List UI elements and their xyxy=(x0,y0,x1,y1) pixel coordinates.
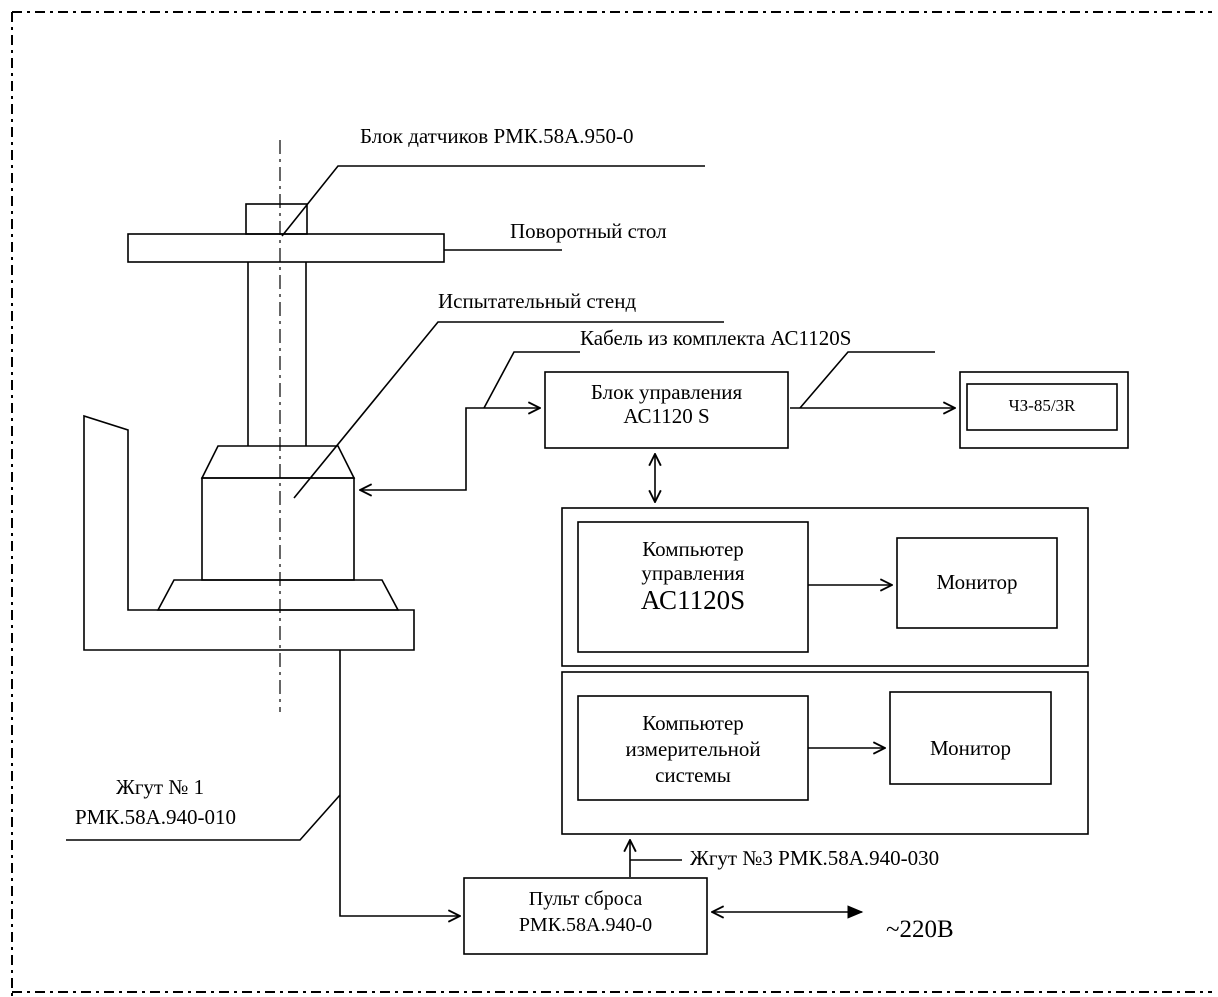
reset-panel-label: Пульт сброса РМК.58А.940-0 xyxy=(464,886,707,938)
harness1-label-line2: РМК.58А.940-010 xyxy=(75,805,237,829)
cable-stand-to-control xyxy=(360,408,540,490)
cable-label-leader-right xyxy=(799,351,935,409)
measurement-computer-line2: измерительной xyxy=(625,737,761,761)
harness3-label: Жгут №3 РМК.58А.940-030 xyxy=(690,846,940,870)
cable-label: Кабель из комплекта АС1120S xyxy=(580,326,852,350)
control-unit-line2: АС1120 S xyxy=(623,404,710,428)
test-stand-body xyxy=(201,477,355,581)
frequency-meter-outer xyxy=(959,371,1129,449)
rotary-table-shape xyxy=(127,233,445,263)
measurement-computer-line1: Компьютер xyxy=(642,711,744,735)
control-unit-line1: Блок управления xyxy=(590,380,743,404)
sensor-block-shape xyxy=(245,203,308,235)
measurement-computer-line3: системы xyxy=(655,763,731,787)
harness1-leader xyxy=(66,794,341,841)
monitor-1-box xyxy=(896,537,1058,629)
reset-panel-line1: Пульт сброса xyxy=(528,888,643,910)
monitor-1-label: Монитор xyxy=(936,570,1018,594)
monitor-2-label: Монитор xyxy=(929,736,1012,760)
base-frame-shape xyxy=(83,414,415,651)
sensor-block-leader xyxy=(281,165,705,237)
rotary-table-label: Поворотный стол xyxy=(510,219,667,243)
control-computer-line1: Компьютер xyxy=(642,537,744,561)
sensor-block-label: Блок датчиков РМК.58А.950-0 xyxy=(360,124,634,148)
harness1-line xyxy=(339,650,460,916)
control-computer-line2: управления xyxy=(641,561,745,585)
test-stand-leader xyxy=(293,321,724,499)
control-computer-box xyxy=(577,521,809,653)
reset-panel-box xyxy=(463,877,708,955)
control-unit-box xyxy=(544,371,789,449)
measurement-computer-group xyxy=(561,671,1089,835)
reset-panel-line2: РМК.58А.940-0 xyxy=(518,914,653,936)
frame-border xyxy=(11,11,1212,997)
measurement-computer-label: Компьютер измерительной системы xyxy=(578,710,808,788)
stand-head-shape xyxy=(200,445,356,479)
control-computer-label: Компьютер управления АС1120S xyxy=(578,537,808,615)
harness1-label-line1: Жгут № 1 xyxy=(116,775,205,799)
control-computer-group xyxy=(561,507,1089,667)
stand-plinth-shape xyxy=(156,579,400,611)
control-computer-line3: АС1120S xyxy=(640,585,746,615)
frequency-meter-label: ЧЗ-85/3R xyxy=(1008,396,1076,415)
monitor-2-box xyxy=(889,691,1052,785)
test-stand-label: Испытательный стенд xyxy=(438,289,637,313)
control-unit-label: Блок управления АС1120 S xyxy=(545,380,788,428)
frequency-meter-inner xyxy=(966,383,1118,431)
cable-label-leader-left xyxy=(483,351,580,409)
power-label: ~220В xyxy=(886,916,954,943)
